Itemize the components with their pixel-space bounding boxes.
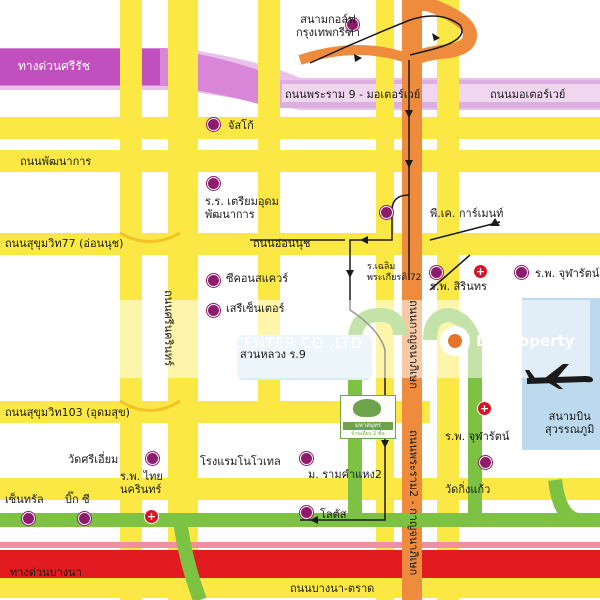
ddproperty-logo-icon — [440, 326, 470, 356]
poi-label-central: เซ็นทรัล — [5, 493, 44, 506]
poi-label-sirinthorn: ร.พ. สิรินทร — [430, 280, 487, 293]
road-label-srinakarin: ถนนศรีนครินทร์ — [162, 290, 175, 367]
poi-dot-sirinthorn — [430, 266, 443, 279]
road-label-kanchanaphisek: ถนนกาญจนาภิเษก — [407, 300, 420, 389]
poi-label-school: ร.ร. เตรียมอุดม พัฒนาการ — [205, 195, 279, 221]
poi-label-thai-hospital: ร.พ. ไทย นครินทร์ — [120, 470, 163, 496]
poi-dot-bigc — [78, 512, 91, 525]
road-label-expressway-north: ทางด่วนศรีรัช — [18, 59, 90, 73]
poi-label-pk-garment: พี.เค. การ์เมนท์ — [430, 207, 504, 220]
poi-dot-pk-garment — [380, 206, 393, 219]
road-label-phatthanakan: ถนนพัฒนาการ — [20, 155, 92, 168]
poi-label-ramkhamhaeng2: ม. รามคำแหง2 — [308, 468, 382, 481]
project-name: มหาสมุทร — [343, 422, 393, 430]
tree-icon — [353, 399, 381, 417]
road-label-bangna-trat: ถนนบางนา-ตราด — [290, 582, 375, 595]
road-label-motorway: ถนนมอเตอร์เวย์ — [490, 88, 566, 101]
poi-dot-ramkhamhaeng2 — [300, 452, 313, 465]
poi-label-bigc: บิ๊ก ซี — [65, 493, 90, 506]
poi-dot-wat-kingkaew — [479, 456, 492, 469]
poi-dot-seacon — [207, 274, 220, 287]
poi-label-wat-kingkaew: วัดกิ่งแก้ว — [445, 483, 491, 496]
poi-label-park: สวนหลวง ร.9 — [240, 348, 306, 361]
poi-dot-school — [207, 177, 220, 190]
poi-dot-paradise — [207, 304, 220, 317]
poi-dot-central — [22, 512, 35, 525]
project-subtitle: บ้านเดี่ยว 2 ชั้น — [351, 431, 385, 437]
road-label-sukhumvit103: ถนนสุขุมวิท103 (อุดมสุข) — [5, 406, 130, 419]
hospital-icon: + — [474, 265, 487, 278]
poi-dot-wat-sritiam — [146, 452, 159, 465]
poi-dot-chularat-top — [515, 266, 528, 279]
road-label-sukhumvit77: ถนนสุขุมวิท77 (อ่อนนุช) — [5, 237, 124, 250]
road-label-bangna-expressway: ทางด่วนบางนา — [10, 566, 82, 579]
poi-label-novotel: โรงแรมโนโวเทล — [200, 455, 281, 468]
ddproperty-brand: DDproperty — [476, 332, 575, 350]
poi-label-airport: สนามบิน สุวรรณภูมิ — [545, 410, 595, 436]
project-logo: มหาสมุทร บ้านเดี่ยว 2 ชั้น — [340, 395, 396, 439]
watermark-band — [70, 300, 590, 378]
poi-dot-lotus — [300, 506, 313, 519]
road-label-onnut: ถนนอ่อนนุช — [253, 237, 311, 250]
watermark-text: MI CENTER CO.,LTD — [210, 336, 363, 352]
hospital-icon: + — [478, 402, 491, 415]
poi-label-jusco: จัสโก้ — [228, 119, 254, 132]
poi-label-chaloem: ร.เฉลิม พระเกียรติ 72 — [367, 262, 422, 283]
poi-label-chularat-top: ร.พ. จุฬารัตน์ — [535, 267, 600, 280]
road-label-rama2-kanchana: ถนนพระราม2 - กาญจนาภิเษก — [407, 430, 420, 576]
poi-label-seacon: ซีคอนสแควร์ — [226, 272, 289, 285]
hospital-icon: + — [145, 510, 158, 523]
road-label-rama9: ถนนพระราม 9 - มอเตอร์เวย์ — [285, 88, 421, 101]
poi-dot-golf — [346, 18, 359, 31]
poi-label-lotus: โลตัส — [320, 508, 347, 521]
poi-label-wat-sritiam: วัดศรีเอี่ยม — [68, 453, 119, 466]
poi-label-golf: สนามกอล์ฟ กรุงเทพกรีฑา — [296, 13, 361, 39]
airplane-icon — [525, 364, 593, 389]
poi-label-paradise: เสรีเซ็นเตอร์ — [226, 302, 285, 315]
poi-label-chularat: ร.พ. จุฬารัตน์ — [445, 430, 510, 443]
poi-dot-jusco — [207, 118, 220, 131]
